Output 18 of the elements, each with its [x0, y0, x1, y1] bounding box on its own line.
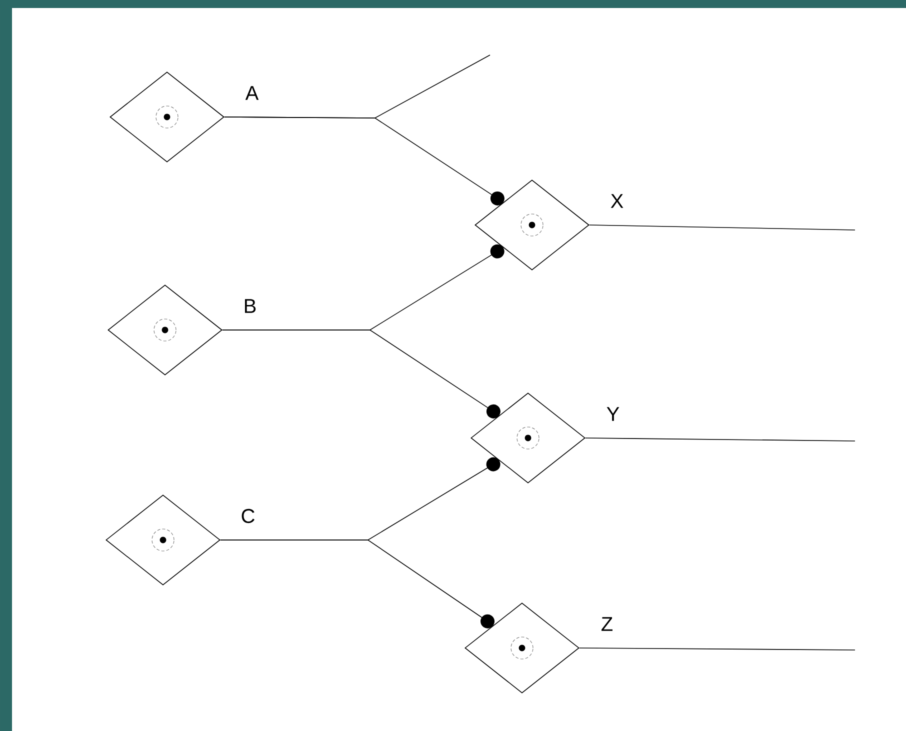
node-label: Y: [606, 407, 620, 421]
axon-line: [224, 116, 504, 206]
node-label: A: [245, 86, 259, 100]
neuron-diamond: [108, 284, 222, 376]
node-label: X: [610, 194, 624, 208]
axon-line: [585, 438, 856, 442]
neuron-diamond: [106, 494, 220, 586]
neuron-diamond: [470, 392, 586, 484]
neuron-diamond: [110, 72, 224, 162]
node-label: B: [244, 299, 256, 313]
axon-line: [220, 540, 494, 628]
axon-line: [222, 330, 500, 418]
node-label: Z: [602, 617, 612, 631]
neuron-diamond: [464, 602, 580, 694]
axon-line: [579, 648, 856, 650]
neuron-diamond: [474, 180, 590, 270]
axon-line: [589, 224, 856, 230]
node-label: C: [242, 508, 254, 524]
